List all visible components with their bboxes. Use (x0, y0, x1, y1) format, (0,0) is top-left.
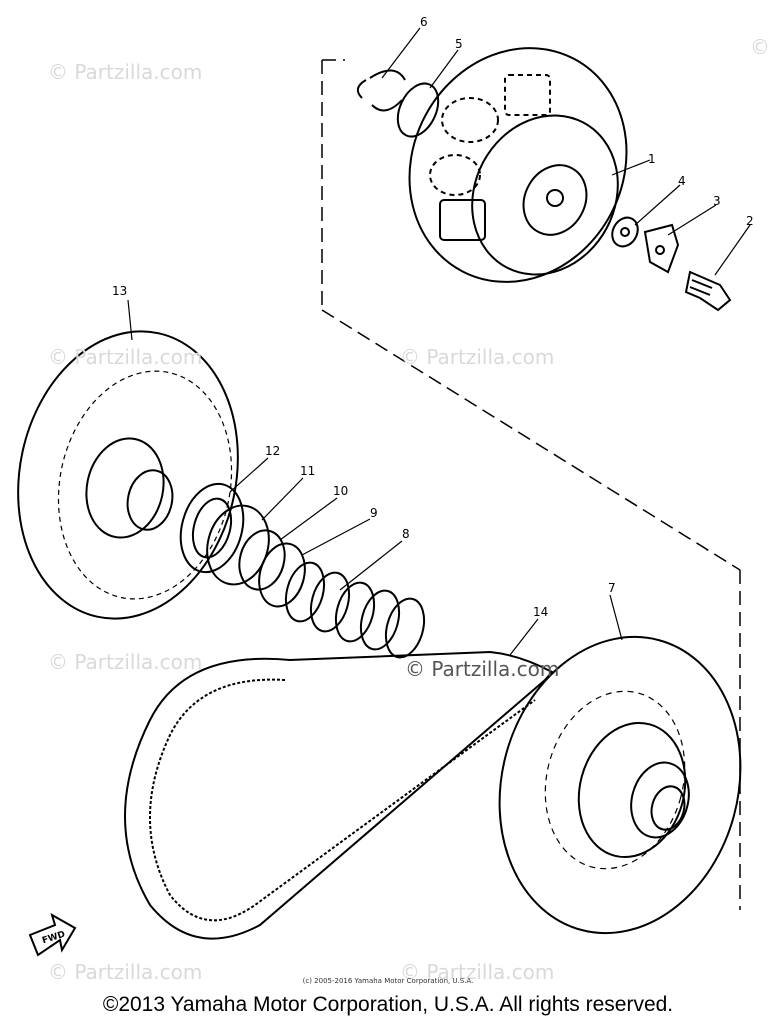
primary-sheave-part-1 (408, 47, 628, 283)
copyright-notice: ©2013 Yamaha Motor Corporation, U.S.A. A… (102, 993, 674, 1016)
watermark: © Partzilla.com (48, 650, 203, 674)
watermark: © Partzilla.com (750, 35, 776, 59)
washer-part-10 (238, 529, 286, 591)
split-ring-part-6 (356, 69, 406, 112)
callout-8: 8 (402, 527, 410, 541)
bolt-part-2 (684, 270, 732, 312)
watermark: © Partzilla.com (400, 345, 555, 369)
fixed-sheave-part-13 (17, 330, 239, 620)
washer-part-4 (611, 216, 639, 248)
callout-4: 4 (678, 174, 686, 188)
spring-seat-part-11 (206, 504, 270, 586)
collar-part-12 (179, 482, 245, 574)
v-belt-part-14 (124, 650, 554, 940)
callout-10: 10 (333, 484, 349, 498)
callout-2: 2 (746, 214, 754, 228)
watermark: © Partzilla.com (48, 60, 203, 84)
callout-3: 3 (713, 194, 721, 208)
callout-1: 1 (648, 152, 656, 166)
callout-6: 6 (420, 15, 428, 29)
callout-5: 5 (455, 37, 463, 51)
seat-part-9 (258, 542, 306, 608)
watermark: © Partzilla.com (48, 960, 203, 984)
watermark: © Partzilla.com (48, 345, 203, 369)
sliding-sheave-part-7 (498, 635, 742, 935)
callout-7: 7 (608, 581, 616, 595)
forward-arrow-icon (28, 912, 77, 957)
lock-plate-part-3 (643, 223, 680, 274)
watermark: © Partzilla.com (400, 960, 555, 984)
assembly-frame (321, 59, 741, 910)
callout-9: 9 (370, 506, 378, 520)
leader-lines (127, 27, 751, 656)
callout-11: 11 (300, 464, 316, 478)
callout-13: 13 (112, 284, 128, 298)
circlip-part-5 (396, 82, 440, 138)
spring-part-8 (284, 561, 426, 659)
watermark-center: © Partzilla.com (405, 657, 560, 681)
callout-14: 14 (533, 605, 549, 619)
fine-print: (c) 2005-2016 Yamaha Motor Corporation, … (302, 977, 474, 985)
callout-12: 12 (265, 444, 281, 458)
